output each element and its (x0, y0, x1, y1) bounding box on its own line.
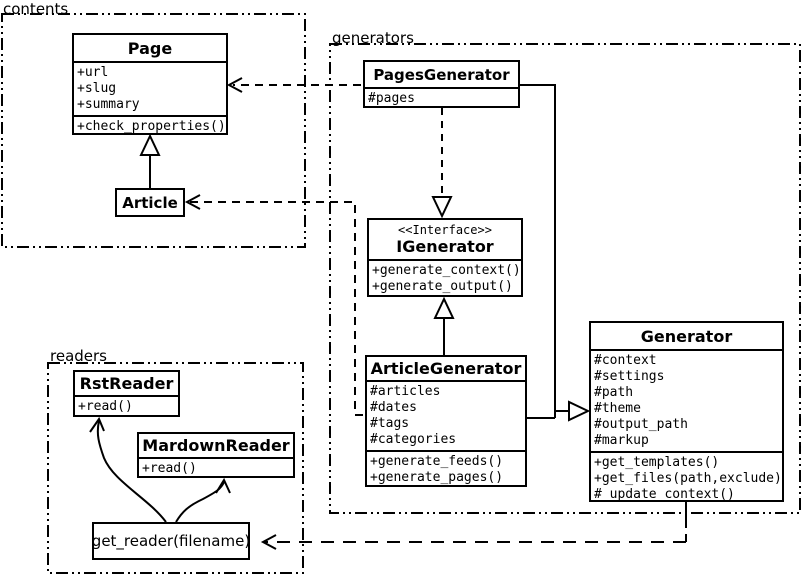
dependency-articlegenerator-to-article (184, 194, 363, 416)
member-row: +read() (142, 461, 197, 476)
class-title: MardownReader (142, 436, 290, 455)
package-border-readers (47, 362, 304, 574)
class-markdownreader: MardownReader +read() (137, 432, 295, 478)
member-row: +summary (77, 97, 140, 112)
member-row: +url (77, 65, 109, 80)
function-label: get_reader(filename) (91, 532, 251, 550)
class-attributes: +url+slug+summary (74, 61, 226, 115)
inheritance-article-to-page (139, 133, 161, 188)
class-attributes: #articles#dates#tags#categories (367, 380, 525, 450)
member-row: #output_path (594, 417, 688, 432)
member-row: +check_properties() (77, 119, 226, 134)
member-row: +get_files(path,exclude) (594, 471, 782, 486)
package-border-generators (329, 43, 801, 514)
package-label-contents: contents (3, 0, 69, 18)
package-border-contents (1, 13, 306, 248)
dependency-pagesgenerator-to-page (226, 77, 361, 93)
member-row: #categories (370, 432, 457, 447)
class-generator: Generator #context#settings#path#theme#o… (589, 321, 784, 502)
member-row: +read() (78, 399, 133, 414)
class-title: Article (122, 193, 178, 212)
class-title: PagesGenerator (373, 66, 510, 84)
class-title: ArticleGenerator (370, 359, 522, 378)
member-row: #articles (370, 384, 441, 399)
class-stereotype: <<Interface>> (398, 223, 492, 237)
class-articlegenerator: ArticleGenerator #articles#dates#tags#ca… (365, 355, 527, 487)
inheritance-articlegenerator-to-igenerator (433, 296, 455, 355)
class-igenerator: <<Interface>> IGenerator +generate_conte… (367, 218, 523, 297)
class-attributes: #pages (365, 87, 518, 109)
package-label-readers: readers (50, 347, 107, 365)
member-row: +slug (77, 81, 117, 96)
class-title: RstReader (79, 374, 174, 393)
class-methods: +read() (75, 395, 178, 417)
member-row: +generate_pages() (370, 470, 504, 485)
member-row: +generate_feeds() (370, 454, 504, 469)
package-label-generators: generators (332, 29, 414, 47)
member-row: #settings (594, 369, 665, 384)
member-row: #dates (370, 400, 417, 415)
class-title: Generator (640, 327, 733, 346)
class-attributes: #context#settings#path#theme#output_path… (591, 349, 782, 451)
function-get-reader: get_reader(filename) (92, 522, 250, 560)
member-row: #_update_context() (594, 487, 735, 502)
class-title: IGenerator (396, 237, 494, 256)
realization-pagesgenerator-to-igenerator (431, 108, 453, 219)
class-methods: +generate_feeds()+generate_pages() (367, 450, 525, 488)
class-rstreader: RstReader +read() (73, 370, 180, 417)
member-row: #pages (368, 91, 415, 106)
class-methods: +check_properties() (74, 115, 226, 137)
member-row: #path (594, 385, 634, 400)
inheritance-generators-to-generator (520, 84, 591, 422)
member-row: #context (594, 353, 657, 368)
member-row: #tags (370, 416, 410, 431)
class-title: Page (127, 39, 173, 58)
class-methods: +generate_context()+generate_output() (369, 259, 521, 297)
arrow-getreader-to-rstreader (89, 416, 167, 523)
class-methods: +get_templates()+get_files(path,exclude)… (591, 451, 782, 505)
member-row: +get_templates() (594, 455, 720, 470)
member-row: +generate_context() (372, 263, 521, 278)
class-article: Article (115, 188, 185, 217)
class-page: Page +url+slug+summary +check_properties… (72, 33, 228, 135)
class-pagesgenerator: PagesGenerator #pages (363, 60, 520, 108)
dependency-generator-to-getreader (260, 502, 687, 550)
member-row: #markup (594, 433, 649, 448)
member-row: +generate_output() (372, 279, 513, 294)
arrow-getreader-to-markdownreader (175, 477, 231, 523)
class-methods: +read() (139, 457, 293, 479)
member-row: #theme (594, 401, 641, 416)
